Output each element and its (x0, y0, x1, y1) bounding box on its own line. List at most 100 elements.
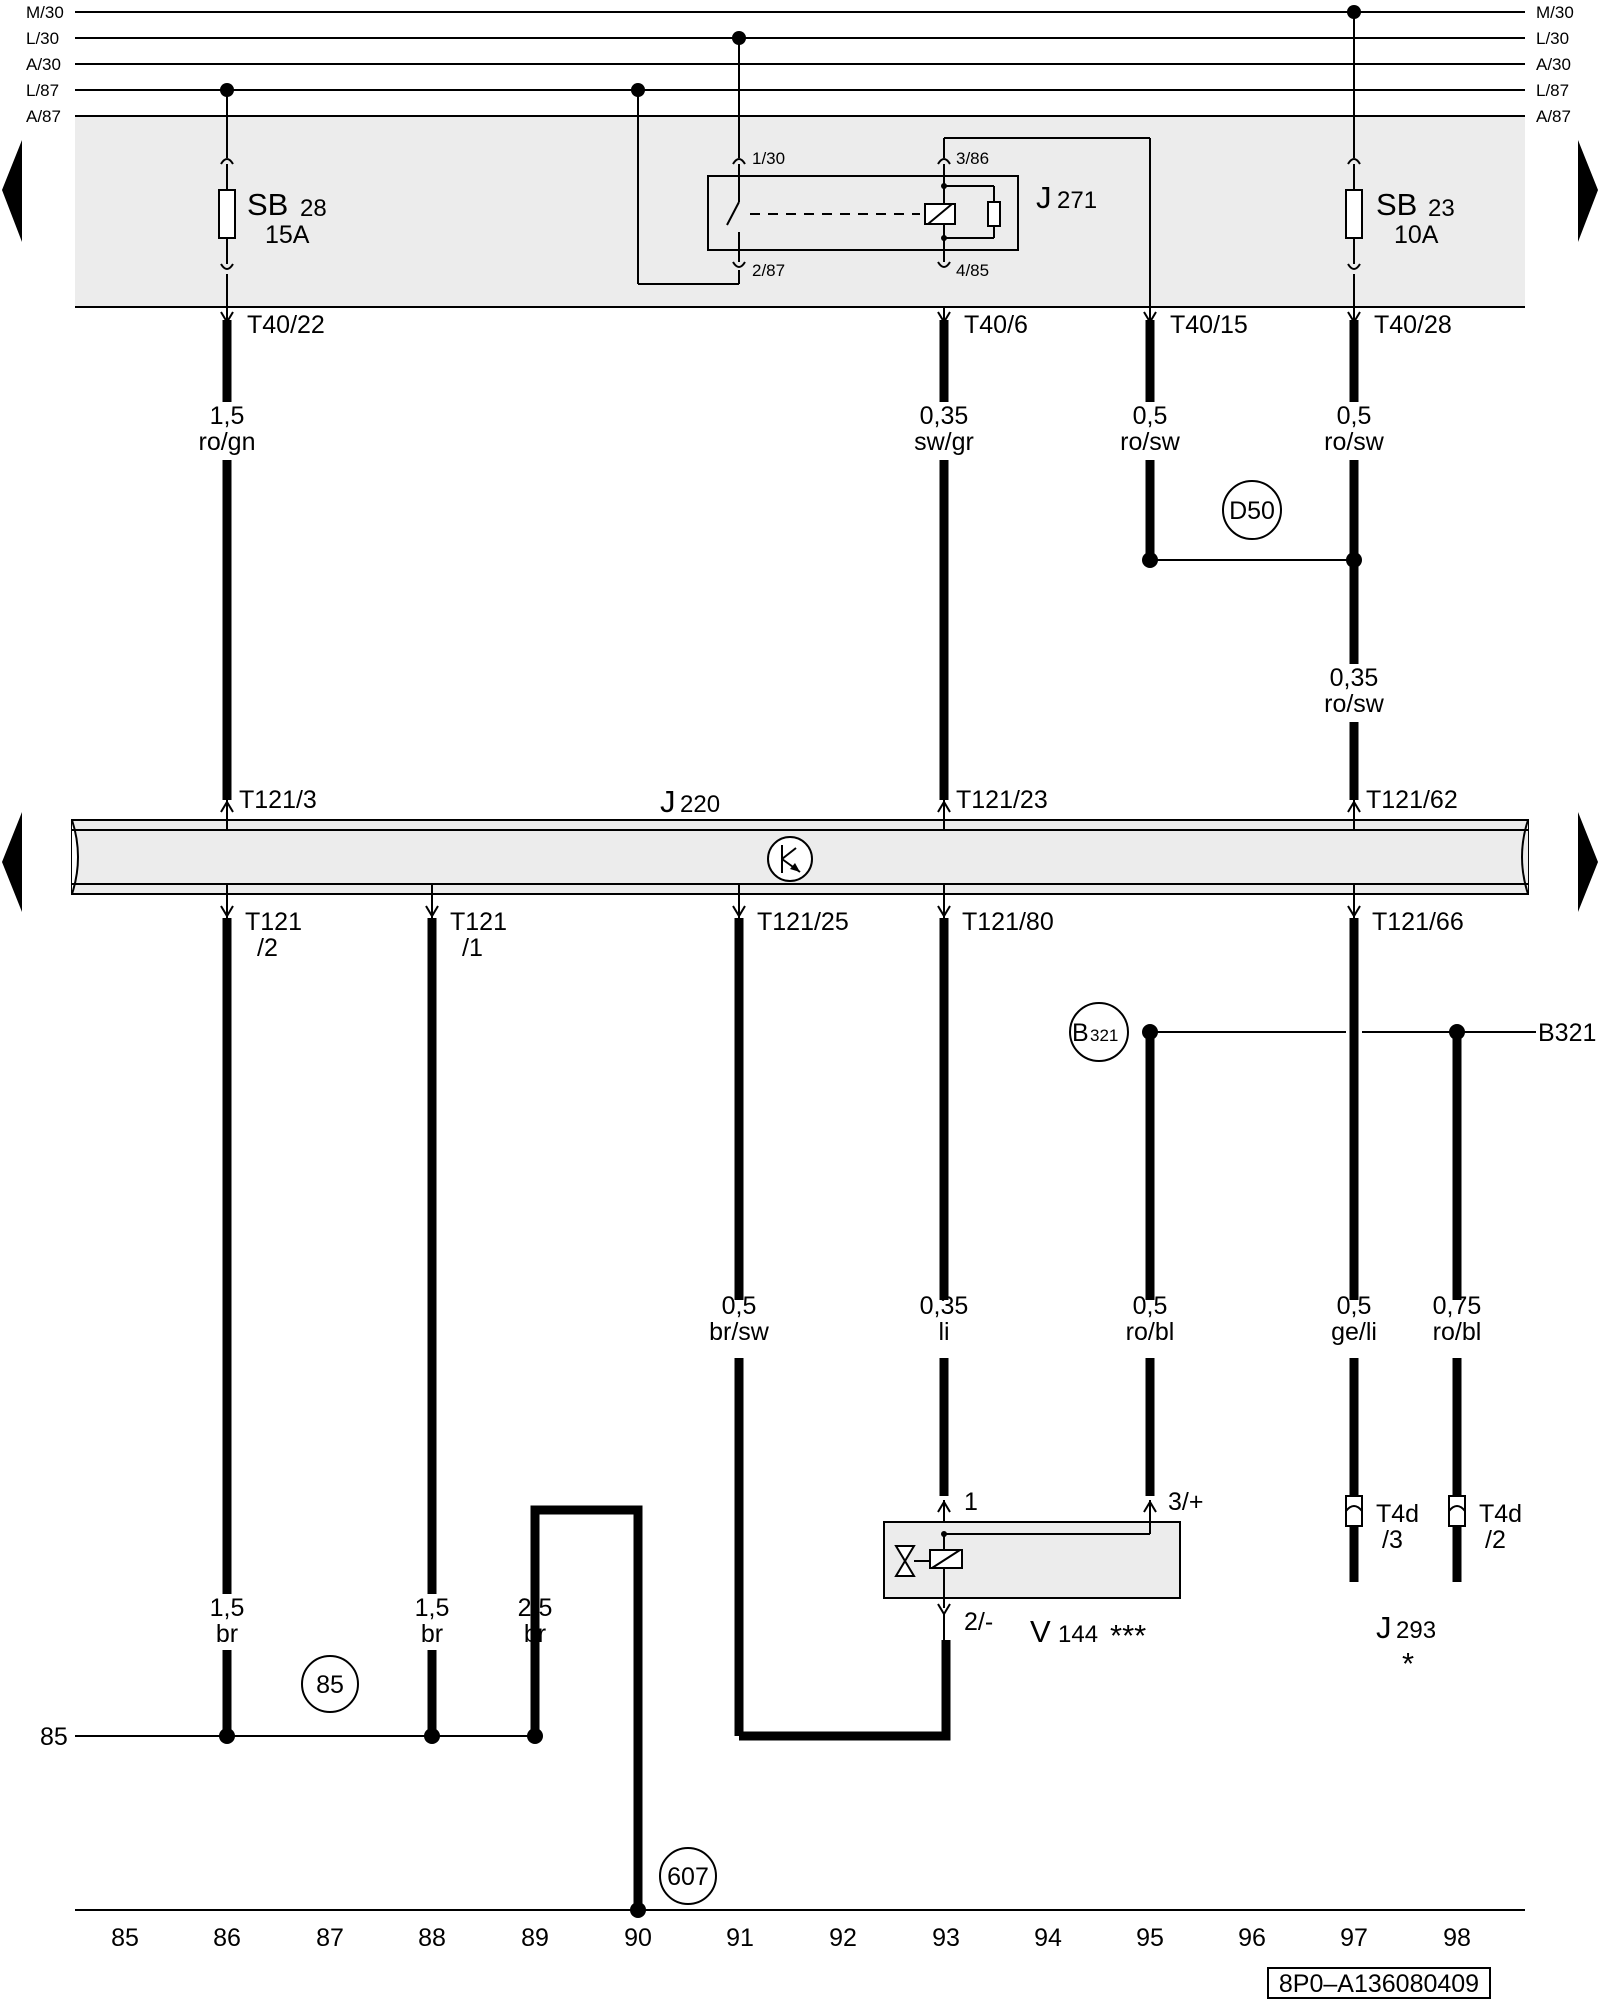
connector-label: T40/6 (964, 311, 1028, 339)
wire-size: 2,5 (518, 1594, 553, 1622)
track-number: 92 (829, 1924, 857, 1952)
connector-label: T40/28 (1374, 311, 1452, 339)
ecu-pin-label: T121/80 (962, 908, 1054, 936)
bus-label-right: M/30 (1536, 3, 1574, 22)
ground-85-circle (301, 1655, 359, 1713)
track-number: 90 (624, 1924, 652, 1952)
junction-b321-circle (1069, 1002, 1129, 1062)
track-number: 88 (418, 1924, 446, 1952)
connector-t4d-name: T4d (1376, 1500, 1419, 1528)
bus-label-left: L/87 (26, 81, 59, 100)
track-number: 85 (111, 1924, 139, 1952)
wire-color: ro/sw (1324, 428, 1385, 456)
doc-code: 8P0–A136080409 (1279, 1970, 1479, 1998)
ecu-j220-name: J (660, 784, 676, 819)
fuse-sb28-number: 28 (300, 195, 327, 222)
relay-pin-label: 2/87 (752, 261, 785, 280)
fuse-sb28-rating: 15A (265, 221, 310, 249)
fuse-sb28 (218, 189, 236, 239)
valve-v144-marker: *** (1110, 1618, 1146, 1653)
relay-pin-label: 3/86 (956, 149, 989, 168)
track-number: 96 (1238, 1924, 1266, 1952)
valve-icon (894, 1545, 916, 1577)
wire-color: ro/gn (199, 428, 256, 456)
wire-color: br (421, 1620, 443, 1648)
wire-size: 1,5 (415, 1594, 450, 1622)
ground-85-label: 85 (316, 1671, 344, 1699)
wire-color: li (938, 1318, 949, 1346)
ecu-pin-label: T121/25 (757, 908, 849, 936)
wire-size: 0,75 (1433, 1292, 1482, 1320)
electronic-symbol-icon (767, 836, 813, 882)
wire-size: 0,35 (920, 402, 969, 430)
module-j293-marker: * (1402, 1646, 1414, 1681)
wire-color: ro/bl (1433, 1318, 1482, 1346)
continue-right-arrow-icon (1578, 140, 1598, 242)
valve-v144-name: V (1030, 1614, 1051, 1649)
relay-j271-number: 271 (1057, 187, 1097, 214)
track-number: 87 (316, 1924, 344, 1952)
bus-label-right: L/87 (1536, 81, 1569, 100)
connector-t4d-pin: /2 (1485, 1526, 1506, 1554)
track-number: 94 (1034, 1924, 1062, 1952)
valve-pin-label: 2/- (964, 1608, 993, 1636)
ecu-pin-label: T121/3 (239, 786, 317, 814)
bus-label-right: A/87 (1536, 107, 1571, 126)
continue-left-arrow-icon (2, 140, 22, 242)
ecu-pin-label: /2 (257, 934, 278, 962)
ecu-pin-label: /1 (462, 934, 483, 962)
valve-v144-number: 144 (1058, 1621, 1098, 1648)
relay-j271-name: J (1036, 180, 1052, 215)
fuse-sb23 (1345, 189, 1363, 239)
continue-left-arrow-icon (2, 812, 22, 912)
connector-t4d-name: T4d (1479, 1500, 1522, 1528)
bus-label-left: M/30 (26, 3, 64, 22)
module-j293-number: 293 (1396, 1617, 1436, 1644)
valve-pin-label: 1 (964, 1488, 978, 1516)
wire-size: 1,5 (210, 1594, 245, 1622)
ecu-pin-label: T121/66 (1372, 908, 1464, 936)
connector-label: T40/22 (247, 311, 325, 339)
connector-label: T40/15 (1170, 311, 1248, 339)
relay-pin-label: 1/30 (752, 149, 785, 168)
junction-b321-number: 321 (1090, 1026, 1118, 1045)
bus-label-left: L/30 (26, 29, 59, 48)
junction-b321-label: B (1072, 1019, 1089, 1047)
wire-size: 0,5 (1337, 402, 1372, 430)
track-number: 86 (213, 1924, 241, 1952)
bus-label-left: A/87 (26, 107, 61, 126)
bus-label-left: A/30 (26, 55, 61, 74)
wire-color: ro/sw (1120, 428, 1181, 456)
relay-pin-label: 4/85 (956, 261, 989, 280)
module-j293-name: J (1376, 1610, 1392, 1645)
ecu-pin-label: T121/62 (1366, 786, 1458, 814)
ground-607-label: 607 (667, 1863, 709, 1891)
ecu-pin-label: T121 (450, 908, 507, 936)
wire-size: 0,35 (920, 1292, 969, 1320)
ecu-j220-number: 220 (680, 791, 720, 818)
wire-size: 0,5 (1133, 402, 1168, 430)
junction-d50-circle (1222, 480, 1282, 540)
lower-wires (75, 918, 1536, 1918)
valve-pin-label: 3/+ (1168, 1488, 1203, 1516)
connector-t4d-2 (1448, 1495, 1466, 1527)
fuse-sb23-rating: 10A (1394, 221, 1439, 249)
fuse-sb23-number: 23 (1428, 195, 1455, 222)
track-number: 97 (1340, 1924, 1368, 1952)
wire-color: sw/gr (914, 428, 974, 456)
fuse-sb28-name: SB (247, 187, 288, 222)
track-number: 91 (726, 1924, 754, 1952)
fuse-sb23-name: SB (1376, 187, 1417, 222)
bus-label-right: L/30 (1536, 29, 1569, 48)
upper-wires (220, 307, 1362, 800)
bus-lines: M/30 L/30 A/30 L/87 A/87 M/30 L/30 A/30 … (26, 3, 1574, 126)
track-number: 95 (1136, 1924, 1164, 1952)
wire-size: 0,5 (1337, 1292, 1372, 1320)
track-number: 93 (932, 1924, 960, 1952)
wire-size: 0,35 (1330, 664, 1379, 692)
ecu-pin-label: T121 (245, 908, 302, 936)
ecu-pin-label: T121/23 (956, 786, 1048, 814)
junction-d50-label: D50 (1229, 497, 1275, 525)
bus-label-right: A/30 (1536, 55, 1571, 74)
